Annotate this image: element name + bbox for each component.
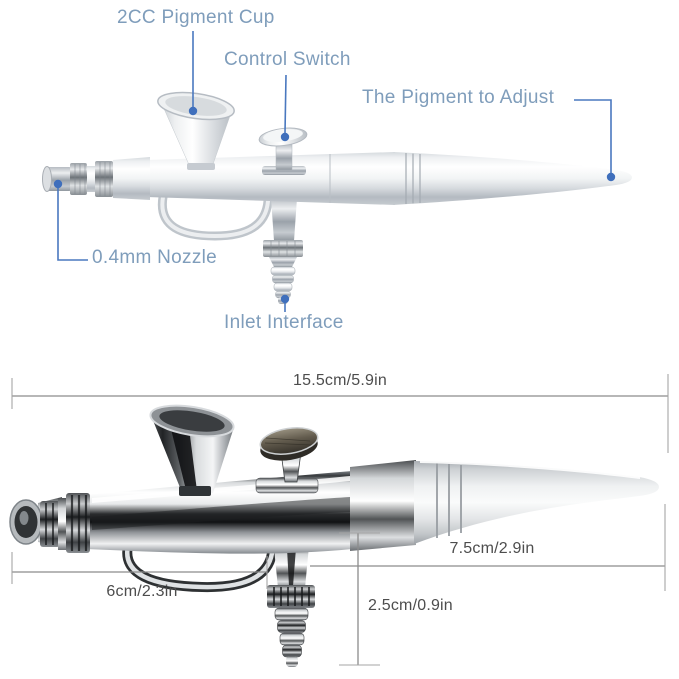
dot-control-switch: [280, 132, 290, 142]
part-label-control-switch: Control Switch: [224, 49, 351, 70]
leader-inlet-interface: [280, 294, 290, 312]
leader-pigment-adjust: [574, 99, 616, 182]
part-label-pigment-cup: 2CC Pigment Cup: [117, 7, 275, 28]
pigment-cup: [157, 91, 235, 170]
leader-nozzle: [53, 179, 88, 261]
annotation-leaders: [53, 31, 616, 312]
dimension-lines: [11, 374, 669, 666]
leader-pigment-cup: [188, 31, 198, 116]
airbrush-photo: [9, 404, 659, 667]
dimension-handle-length: [310, 504, 666, 591]
control-switch: [258, 127, 308, 175]
dimension-overall-length: [11, 374, 669, 453]
airbrush-body: [116, 152, 395, 205]
control-switch-photo: [255, 427, 319, 494]
leader-control-switch: [280, 74, 290, 142]
dimension-inlet-height: [339, 532, 380, 666]
part-label-pigment-adjust: The Pigment to Adjust: [362, 87, 555, 108]
dot-nozzle: [53, 179, 63, 189]
dimension-front-length: [11, 552, 268, 589]
nozzle-assembly-photo: [9, 493, 90, 553]
part-label-inlet-interface: Inlet Interface: [224, 312, 344, 333]
nozzle-assembly: [42, 157, 150, 200]
part-label-nozzle: 0.4mm Nozzle: [92, 247, 218, 268]
dimension-label-handle-length: 7.5cm/2.9in: [449, 540, 535, 557]
dimension-label-inlet-height: 2.5cm/0.9in: [368, 597, 453, 614]
dot-pigment-adjust: [606, 172, 616, 182]
dimension-label-overall-length: 15.5cm/5.9in: [292, 372, 388, 389]
airbrush-handle: [393, 152, 632, 205]
pigment-cup-photo: [149, 404, 235, 496]
airbrush-illustration: [42, 91, 632, 304]
inlet-connector-photo: [267, 546, 315, 667]
dot-inlet-interface: [280, 294, 290, 304]
dot-pigment-cup: [188, 106, 198, 116]
airbrush-handle-photo: [414, 460, 659, 544]
dimension-label-front-length: 6cm/2.3in: [106, 583, 178, 600]
